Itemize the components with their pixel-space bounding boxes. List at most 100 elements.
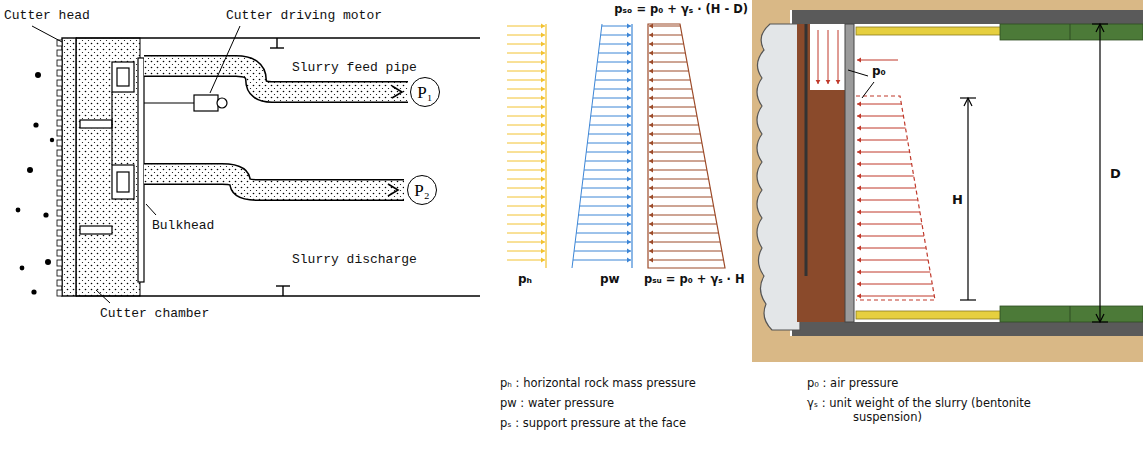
water-pressure-arrow (627, 33, 631, 38)
cutter-tooth (57, 260, 62, 266)
support-pressure-arrow (649, 89, 692, 90)
soil-dots (27, 167, 33, 173)
support-pressure-arrow (857, 162, 861, 167)
rock-pressure-arrow (507, 224, 545, 225)
cutter-tooth (57, 100, 62, 106)
support-pressure-arrow (857, 138, 861, 143)
symbol-label: pw (600, 272, 620, 287)
dimension-lines (960, 24, 1108, 322)
cutter-tooth (57, 270, 62, 276)
rock-pressure-arrow (507, 233, 545, 234)
water-pressure-arrow (594, 89, 631, 90)
water-pressure-arrow (627, 168, 631, 173)
rock-pressure-arrow (507, 260, 545, 261)
rock-pressure-arrow (507, 62, 545, 63)
water-pressure-arrow (627, 51, 631, 56)
shield-illustration (810, 24, 845, 90)
support-pressure-arrow (857, 270, 861, 275)
soil-dots (16, 72, 55, 295)
bulkhead (138, 58, 144, 282)
gauge-label: P₂ (414, 182, 429, 199)
formula-label: pₛᵤ = p₀ + γₛ · H (644, 272, 745, 286)
support-pressure-arrow (857, 222, 861, 227)
support-pressure-arrow (649, 206, 714, 207)
support-pressure-arrow (649, 141, 653, 146)
air-pressure-arrow (818, 30, 819, 84)
support-pressure-arrow (649, 62, 687, 63)
water-pressure-arrow (627, 177, 631, 182)
support-pressure-arrow (857, 224, 922, 225)
water-pressure-arrow (576, 233, 631, 234)
support-pressure-outline (856, 96, 935, 300)
definition-text: pw : water pressure (500, 396, 614, 410)
support-pressure-arrow (649, 134, 700, 135)
rock-pressure-arrow (507, 26, 545, 27)
support-pressure-arrow (857, 126, 861, 131)
part-label: Bulkhead (152, 218, 214, 234)
cutter-arms (112, 62, 134, 92)
cutter-head (62, 38, 76, 296)
rock-pressure-arrow (541, 123, 545, 128)
support-pressure-arrow (649, 33, 653, 38)
support-pressure-arrow (857, 104, 901, 105)
shield-illustration (752, 0, 1143, 362)
water-pressure-arrow (602, 26, 631, 27)
cutter-tooth (57, 150, 62, 156)
rock-pressure-arrow (507, 206, 545, 207)
water-pressure-arrow (591, 116, 631, 117)
dimension-label: D (1108, 166, 1123, 182)
support-pressure-arrow (649, 197, 712, 198)
cutter-tooth (57, 240, 62, 246)
shield-illustration (1070, 24, 1071, 40)
shield-skin (76, 38, 480, 296)
water-pressure-arrow (581, 197, 631, 198)
water-pressure-arrow (585, 161, 631, 162)
slurry-feed-pipe (392, 86, 402, 98)
cutter-arms (80, 120, 112, 128)
support-pressure-arrow (649, 161, 705, 162)
cutter-teeth (57, 40, 62, 296)
cutter-tooth (57, 230, 62, 236)
leader-lines (210, 26, 240, 93)
shield-illustration (1000, 24, 1143, 40)
support-pressure-arrow (649, 249, 653, 254)
water-pressure-arrow (627, 24, 631, 29)
support-pressure-arrow (649, 233, 719, 234)
air-pressure-arrow (838, 30, 839, 84)
shield-illustration (1000, 306, 1143, 322)
support-pressure-arrow (649, 188, 710, 189)
slurry-discharge-pipe (144, 174, 404, 190)
support-pressure-arrow (857, 114, 861, 119)
cutter-tooth (57, 120, 62, 126)
cutter-tooth (57, 70, 62, 76)
support-pressure-arrow (857, 140, 908, 141)
water-pressure-arrow (627, 258, 631, 263)
support-pressure-arrow (649, 258, 653, 263)
rock-pressure-arrow (507, 251, 545, 252)
support-pressure-arrow (649, 170, 707, 171)
support-pressure-arrow (857, 236, 924, 237)
p0-leader (848, 70, 868, 76)
dimension-lines (967, 98, 968, 300)
support-pressure-arrow (649, 98, 694, 99)
rock-pressure-arrow (507, 80, 545, 81)
part-label: Cutter chamber (100, 306, 209, 322)
cutter-arms (117, 68, 129, 86)
water-pressure-arrow (627, 186, 631, 191)
support-pressure-arrow (649, 231, 653, 236)
support-pressure-arrow (857, 102, 861, 107)
water-pressure-arrow (580, 206, 631, 207)
support-pressure-arrow (857, 116, 903, 117)
cutter-tooth (57, 170, 62, 176)
support-pressure-arrow (649, 132, 653, 137)
cutter-tooth (57, 60, 62, 66)
cutter-tooth (57, 130, 62, 136)
support-pressure-arrow (649, 53, 685, 54)
dimension-lines (1099, 24, 1100, 322)
support-pressure-arrow (857, 294, 861, 299)
water-pressure-arrow (627, 141, 631, 146)
support-pressure-arrow (857, 258, 861, 263)
rock-pressure-arrow (541, 69, 545, 74)
water-pressure-arrow (588, 134, 631, 135)
rock-pressure-arrow (507, 116, 545, 117)
